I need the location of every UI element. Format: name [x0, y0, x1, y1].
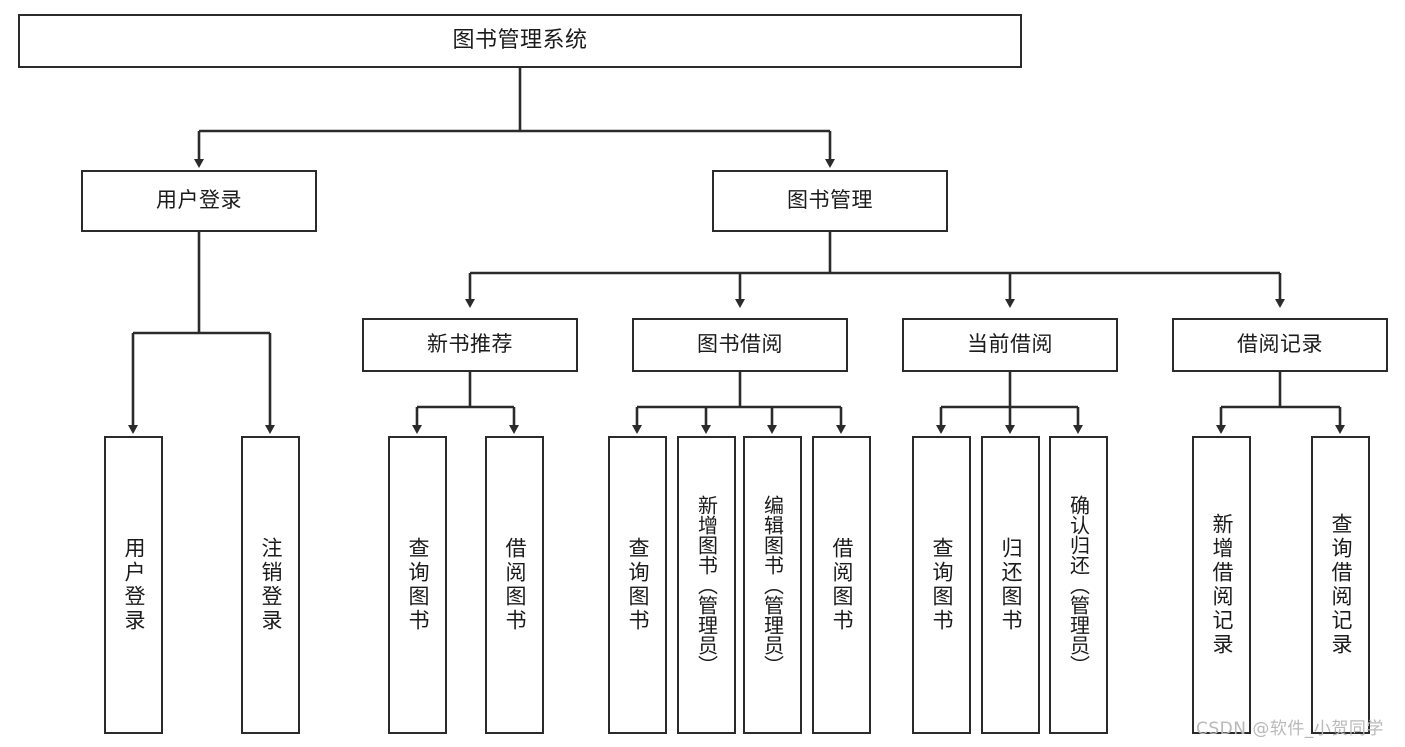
node-leaf-query-book-2[interactable]: 查询图书 [608, 436, 667, 734]
node-leaf-return-book[interactable]: 归还图书 [981, 436, 1040, 734]
node-current-borrow[interactable]: 当前借阅 [902, 318, 1118, 372]
node-leaf-confirm-return[interactable]: 确认归还（管理员） [1049, 436, 1108, 734]
node-leaf-add-record[interactable]: 新增借阅记录 [1192, 436, 1251, 734]
node-borrow-record[interactable]: 借阅记录 [1172, 318, 1388, 372]
node-leaf-add-book[interactable]: 新增图书（管理员） [677, 436, 736, 734]
node-label: 借阅图书 [830, 537, 854, 633]
node-label: 用户登录 [122, 537, 146, 633]
node-root-system[interactable]: 图书管理系统 [18, 14, 1022, 68]
node-leaf-query-record[interactable]: 查询借阅记录 [1311, 436, 1370, 734]
node-label: 编辑图书（管理员） [760, 495, 785, 675]
node-leaf-borrow-book-1[interactable]: 借阅图书 [485, 436, 544, 734]
node-book-borrow[interactable]: 图书借阅 [632, 318, 848, 372]
node-label: 注销登录 [259, 537, 283, 633]
node-label: 归还图书 [999, 537, 1023, 633]
node-user-login[interactable]: 用户登录 [81, 170, 317, 232]
node-label: 新增借阅记录 [1210, 513, 1234, 657]
node-label: 借阅图书 [503, 537, 527, 633]
node-leaf-edit-book[interactable]: 编辑图书（管理员） [743, 436, 802, 734]
node-leaf-borrow-book-2[interactable]: 借阅图书 [812, 436, 871, 734]
node-label: 确认归还（管理员） [1066, 495, 1091, 675]
node-book-manage[interactable]: 图书管理 [712, 170, 948, 232]
node-new-book-rec[interactable]: 新书推荐 [362, 318, 578, 372]
node-label: 查询图书 [930, 537, 954, 633]
node-label: 借阅记录 [1237, 332, 1323, 357]
node-leaf-user-login[interactable]: 用户登录 [104, 436, 163, 734]
node-label: 当前借阅 [967, 332, 1053, 357]
node-leaf-query-book-1[interactable]: 查询图书 [388, 436, 447, 734]
node-label: 查询图书 [406, 537, 430, 633]
node-label: 图书管理 [787, 188, 873, 213]
node-label: 查询借阅记录 [1329, 513, 1353, 657]
node-label: 新增图书（管理员） [694, 495, 719, 675]
csdn-watermark: CSDN @软件_小贺同学 [1196, 719, 1384, 739]
node-label: 图书管理系统 [452, 27, 588, 53]
node-leaf-query-book-3[interactable]: 查询图书 [912, 436, 971, 734]
node-label: 用户登录 [156, 188, 242, 213]
node-label: 新书推荐 [427, 332, 513, 357]
node-label: 查询图书 [626, 537, 650, 633]
node-label: 图书借阅 [697, 332, 783, 357]
node-leaf-user-logout[interactable]: 注销登录 [241, 436, 300, 734]
